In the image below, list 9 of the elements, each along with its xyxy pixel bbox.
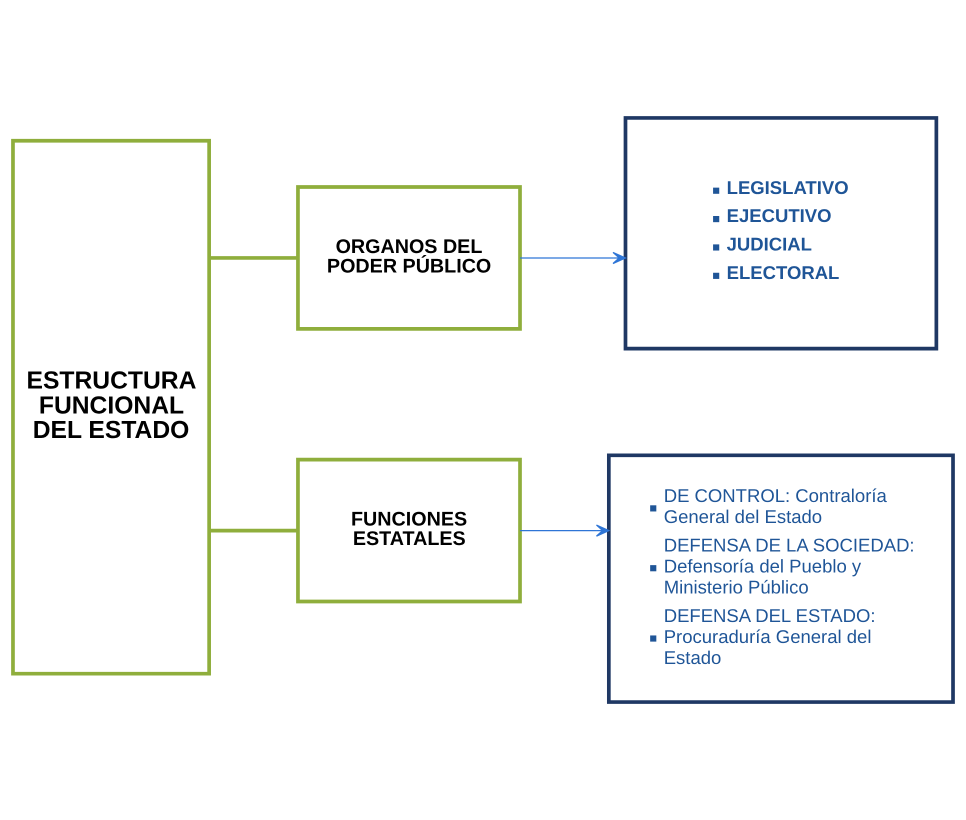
node-box: DE CONTROL: Contraloría General del Estado DEFENSA DE LA SOCIEDAD: Defensoría del Pueblo y Ministerio Público DEFENSA DEL ESTADO: Procuraduría General del Estado <box>606 453 955 704</box>
node-box: ORGANOS DEL PODER PÚBLICO <box>296 185 522 331</box>
connector <box>209 256 298 260</box>
node-box: LEGISLATIVO EJECUTIVO JUDICIAL ELECTORAL <box>624 116 938 350</box>
arrow <box>520 524 610 537</box>
node-box: ESTRUCTURA FUNCIONAL DEL ESTADO <box>11 138 211 676</box>
connector <box>209 528 298 532</box>
arrow <box>520 252 626 264</box>
node-box: FUNCIONES ESTATALES <box>296 458 522 604</box>
